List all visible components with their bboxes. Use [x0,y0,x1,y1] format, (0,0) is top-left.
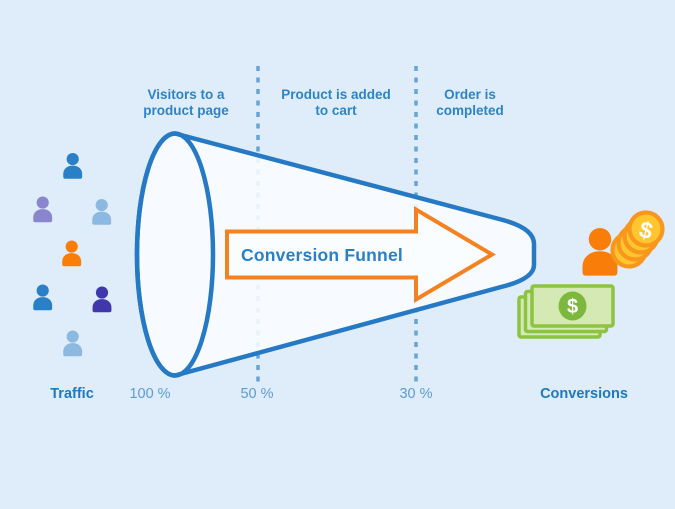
stage-label-line: Product is added [281,87,391,102]
person-icon [33,284,53,311]
bill-dollar-sign: $ [567,296,578,318]
person-icon [63,153,83,179]
stage-label-cart: Product is added to cart [281,87,391,118]
coin-stack-icon: $ [610,210,665,269]
traffic-people-group [33,153,112,357]
conversions-label: Conversions [540,386,628,402]
funnel-title: Conversion Funnel [241,245,403,265]
conversions-icons-group: $ $ [517,210,665,339]
conversion-arrow-icon [225,205,496,304]
stage-label-line: Visitors to a [147,87,225,102]
coin-dollar-sign: $ [637,216,656,244]
traffic-label: Traffic [50,386,94,402]
percent-label-50: 50 % [240,386,274,402]
percent-label-30: 30 % [399,386,433,402]
person-icon [92,286,112,313]
percent-label-100: 100 % [129,386,171,402]
stage-label-visitors: Visitors to a product page [143,87,229,118]
person-icon [33,196,53,223]
stage-label-line: completed [436,102,504,118]
person-icon [92,199,112,225]
money-bills-icon: $ [517,284,615,339]
person-icon [62,240,82,267]
person-icon [63,330,83,357]
stage-label-order: Order is completed [436,87,504,118]
stage-label-line: product page [143,102,229,118]
stage-label-line: Order is [444,87,496,102]
stage-label-line: to cart [315,102,357,118]
funnel-mouth-rim [134,131,216,378]
